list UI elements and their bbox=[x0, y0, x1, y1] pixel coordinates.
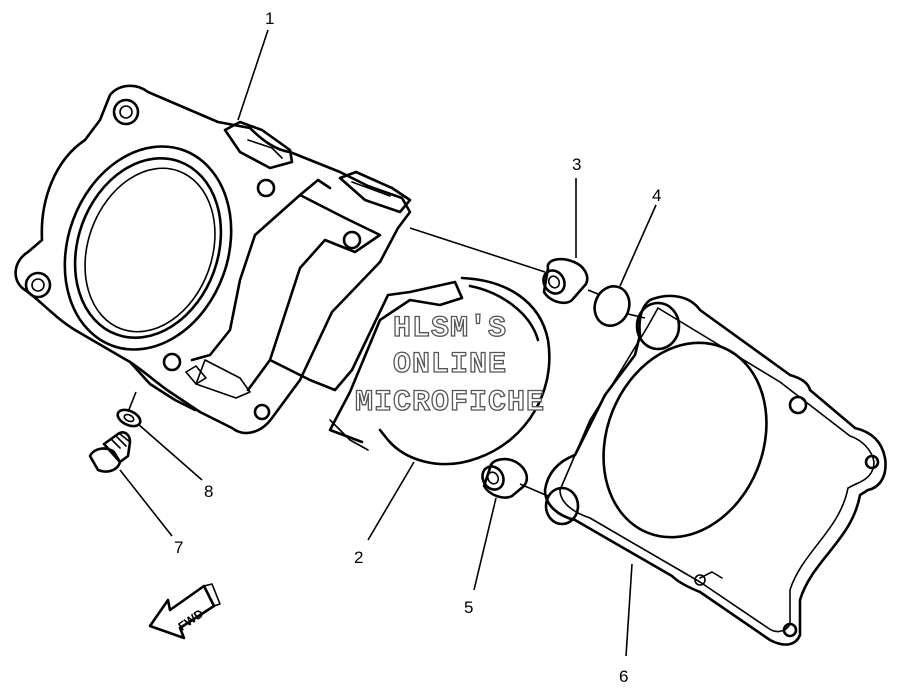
callout-4: 4 bbox=[652, 186, 661, 205]
callout-3: 3 bbox=[572, 155, 581, 174]
watermark-line-3: MICROFICHE bbox=[355, 386, 545, 420]
head-gasket-ring bbox=[378, 276, 551, 466]
callout-6: 6 bbox=[619, 667, 628, 686]
cylinder-base-gasket bbox=[543, 294, 887, 646]
dowel-pin-top bbox=[542, 257, 589, 305]
callout-2: 2 bbox=[354, 548, 363, 567]
flange-bolt bbox=[88, 431, 132, 473]
washer bbox=[116, 408, 142, 428]
watermark-line-2: ONLINE bbox=[393, 348, 507, 382]
callout-5: 5 bbox=[464, 598, 473, 617]
forward-arrow-icon: FWD bbox=[148, 583, 221, 640]
dowel-pin-bottom bbox=[481, 457, 529, 499]
callout-8: 8 bbox=[204, 482, 213, 501]
callout-7: 7 bbox=[174, 538, 183, 557]
callout-1: 1 bbox=[265, 9, 274, 28]
watermark: HLSM'S ONLINE MICROFICHE bbox=[354, 311, 545, 420]
watermark-line-1: HLSM'S bbox=[393, 312, 507, 346]
alignment-lines bbox=[127, 227, 646, 497]
callout-leaders bbox=[119, 29, 657, 657]
o-ring bbox=[593, 285, 631, 327]
callout-numbers: 1 2 3 4 5 6 7 8 bbox=[174, 9, 661, 686]
cylinder-part bbox=[14, 84, 464, 451]
